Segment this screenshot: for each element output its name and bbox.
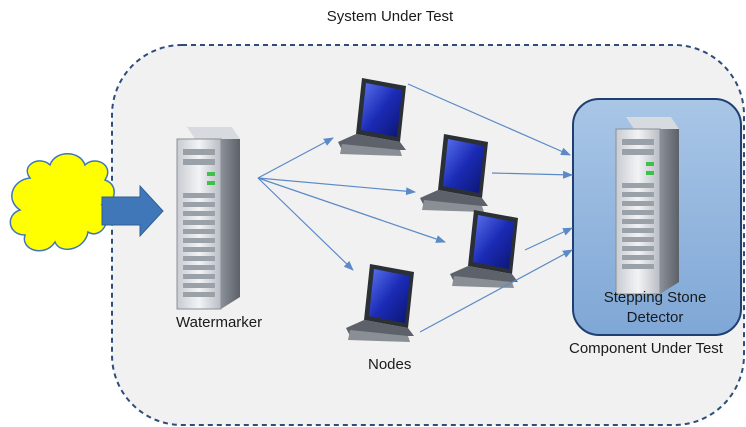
nodes-label: Nodes [368,356,412,373]
laptop-icon [450,210,518,288]
server-icon [615,117,679,295]
watermarker-label: Watermarker [176,314,263,331]
link-arrow [257,177,354,271]
link-arrow [491,170,573,179]
page-title: System Under Test [326,8,454,25]
server-icon [176,127,240,310]
detector-label-line: Detector [626,309,684,326]
link-arrow [419,249,573,333]
link-arrow [257,137,334,179]
link-arrow [257,177,446,243]
cloud-icon [9,153,115,252]
laptop-icon [346,264,414,342]
component-under-test-label: Component Under Test [569,340,723,357]
link-arrow [257,177,416,196]
detector-label-line: Stepping Stone [603,289,707,306]
laptop-icon [420,134,488,212]
link-arrow [407,83,571,156]
laptop-icon [338,78,406,156]
link-arrow [524,227,573,251]
detector-label: Stepping Stone Detector [580,288,730,328]
input-arrow [101,184,164,238]
